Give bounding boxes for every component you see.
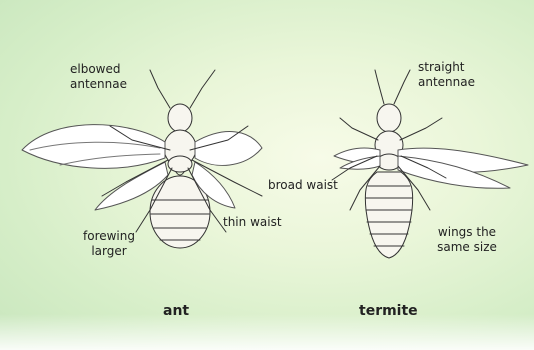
label-forewing-larger: forewing larger xyxy=(70,229,148,259)
termite-right-antenna xyxy=(394,70,410,104)
label-broad-waist: broad waist xyxy=(268,178,338,193)
caption-termite: termite xyxy=(359,303,418,319)
caption-ant: ant xyxy=(163,303,189,319)
label-elbowed-antennae: elbowed antennae xyxy=(70,62,127,92)
label-straight-antennae: straight antennae xyxy=(418,60,475,90)
label-thin-waist: thin waist xyxy=(223,215,282,230)
termite-left-antenna xyxy=(375,70,384,104)
label-wings-same-size: wings the same size xyxy=(427,225,507,255)
